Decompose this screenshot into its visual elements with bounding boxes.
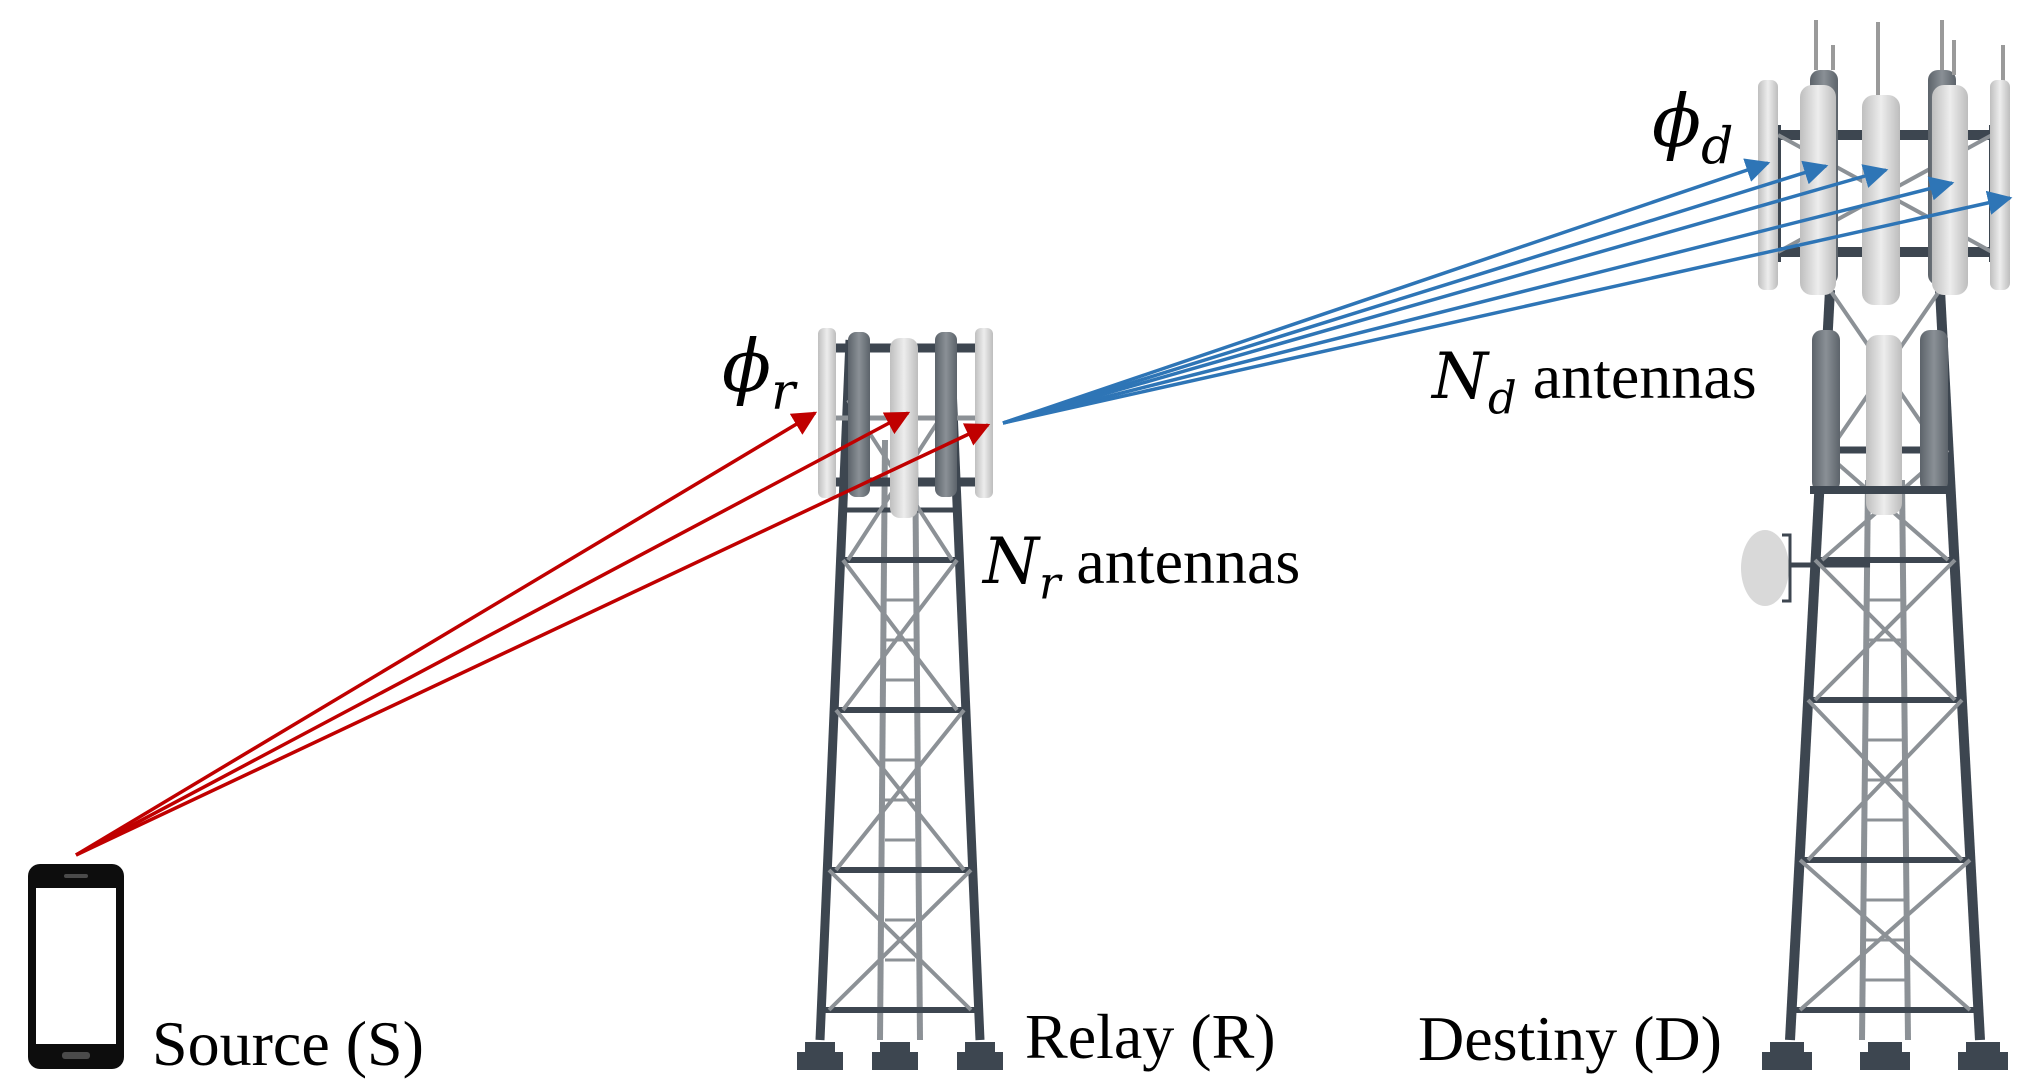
phi-r-label: ϕr xyxy=(722,330,795,417)
source-label: Source (S) xyxy=(152,1008,424,1079)
phi-r-symbol: ϕ xyxy=(722,324,772,408)
ray-r-d-2 xyxy=(1002,160,1829,425)
destiny-label: Destiny (D) xyxy=(1418,1003,1722,1074)
smartphone-icon xyxy=(28,864,124,1069)
nd-antennas-text: antennas xyxy=(1516,341,1757,412)
nd-antennas-label: Nd antennas xyxy=(1432,345,1757,421)
ray-r-d-1 xyxy=(1002,158,1771,425)
relay-tower-icon xyxy=(797,328,1003,1070)
relay-label: Relay (R) xyxy=(1025,1001,1276,1072)
nr-antennas-text: antennas xyxy=(1060,526,1301,597)
relay-to-destiny-links xyxy=(1002,158,2013,425)
nr-subscript: r xyxy=(1039,556,1061,610)
ray-s-r-1 xyxy=(75,411,818,857)
phi-d-label: ϕd xyxy=(1652,85,1733,172)
nd-symbol: N xyxy=(1432,340,1488,414)
ray-s-r-3 xyxy=(75,423,991,857)
phi-r-subscript: r xyxy=(771,361,796,421)
nr-antennas-label: Nr antennas xyxy=(983,530,1300,606)
ray-r-d-3 xyxy=(1002,164,1889,425)
nr-symbol: N xyxy=(983,525,1039,599)
ray-r-d-5 xyxy=(1002,190,2013,425)
ray-r-d-4 xyxy=(1002,176,1955,425)
nd-subscript: d xyxy=(1488,371,1517,425)
phi-d-subscript: d xyxy=(1701,116,1734,176)
destiny-tower-icon xyxy=(1741,20,2010,1070)
phi-d-symbol: ϕ xyxy=(1652,79,1702,163)
source-to-relay-links xyxy=(75,411,991,857)
ray-s-r-2 xyxy=(75,411,911,857)
